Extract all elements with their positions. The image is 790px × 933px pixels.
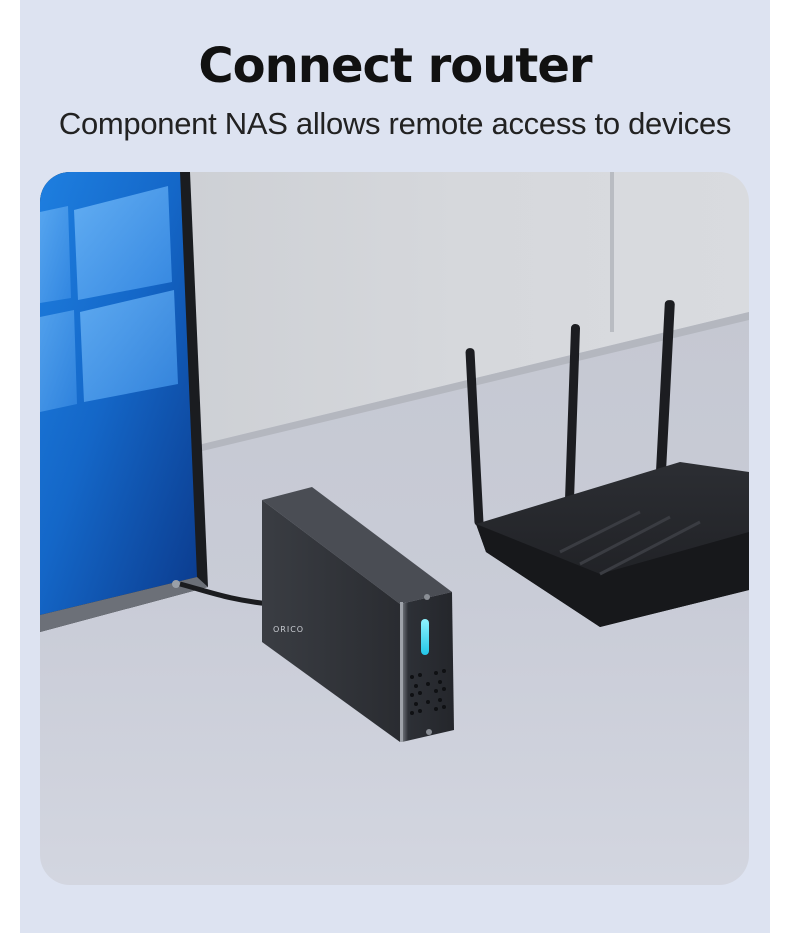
page-subtitle: Component NAS allows remote access to de… bbox=[58, 106, 732, 141]
page-title: Connect router bbox=[198, 38, 592, 94]
status-led bbox=[421, 619, 429, 655]
monitor bbox=[40, 172, 271, 632]
brand-logo: ORICO bbox=[273, 625, 304, 634]
product-photo: ORICO bbox=[40, 172, 749, 885]
monitor-power-button bbox=[172, 580, 180, 588]
wifi-router bbox=[465, 300, 749, 627]
nas-enclosure: ORICO bbox=[262, 487, 454, 742]
